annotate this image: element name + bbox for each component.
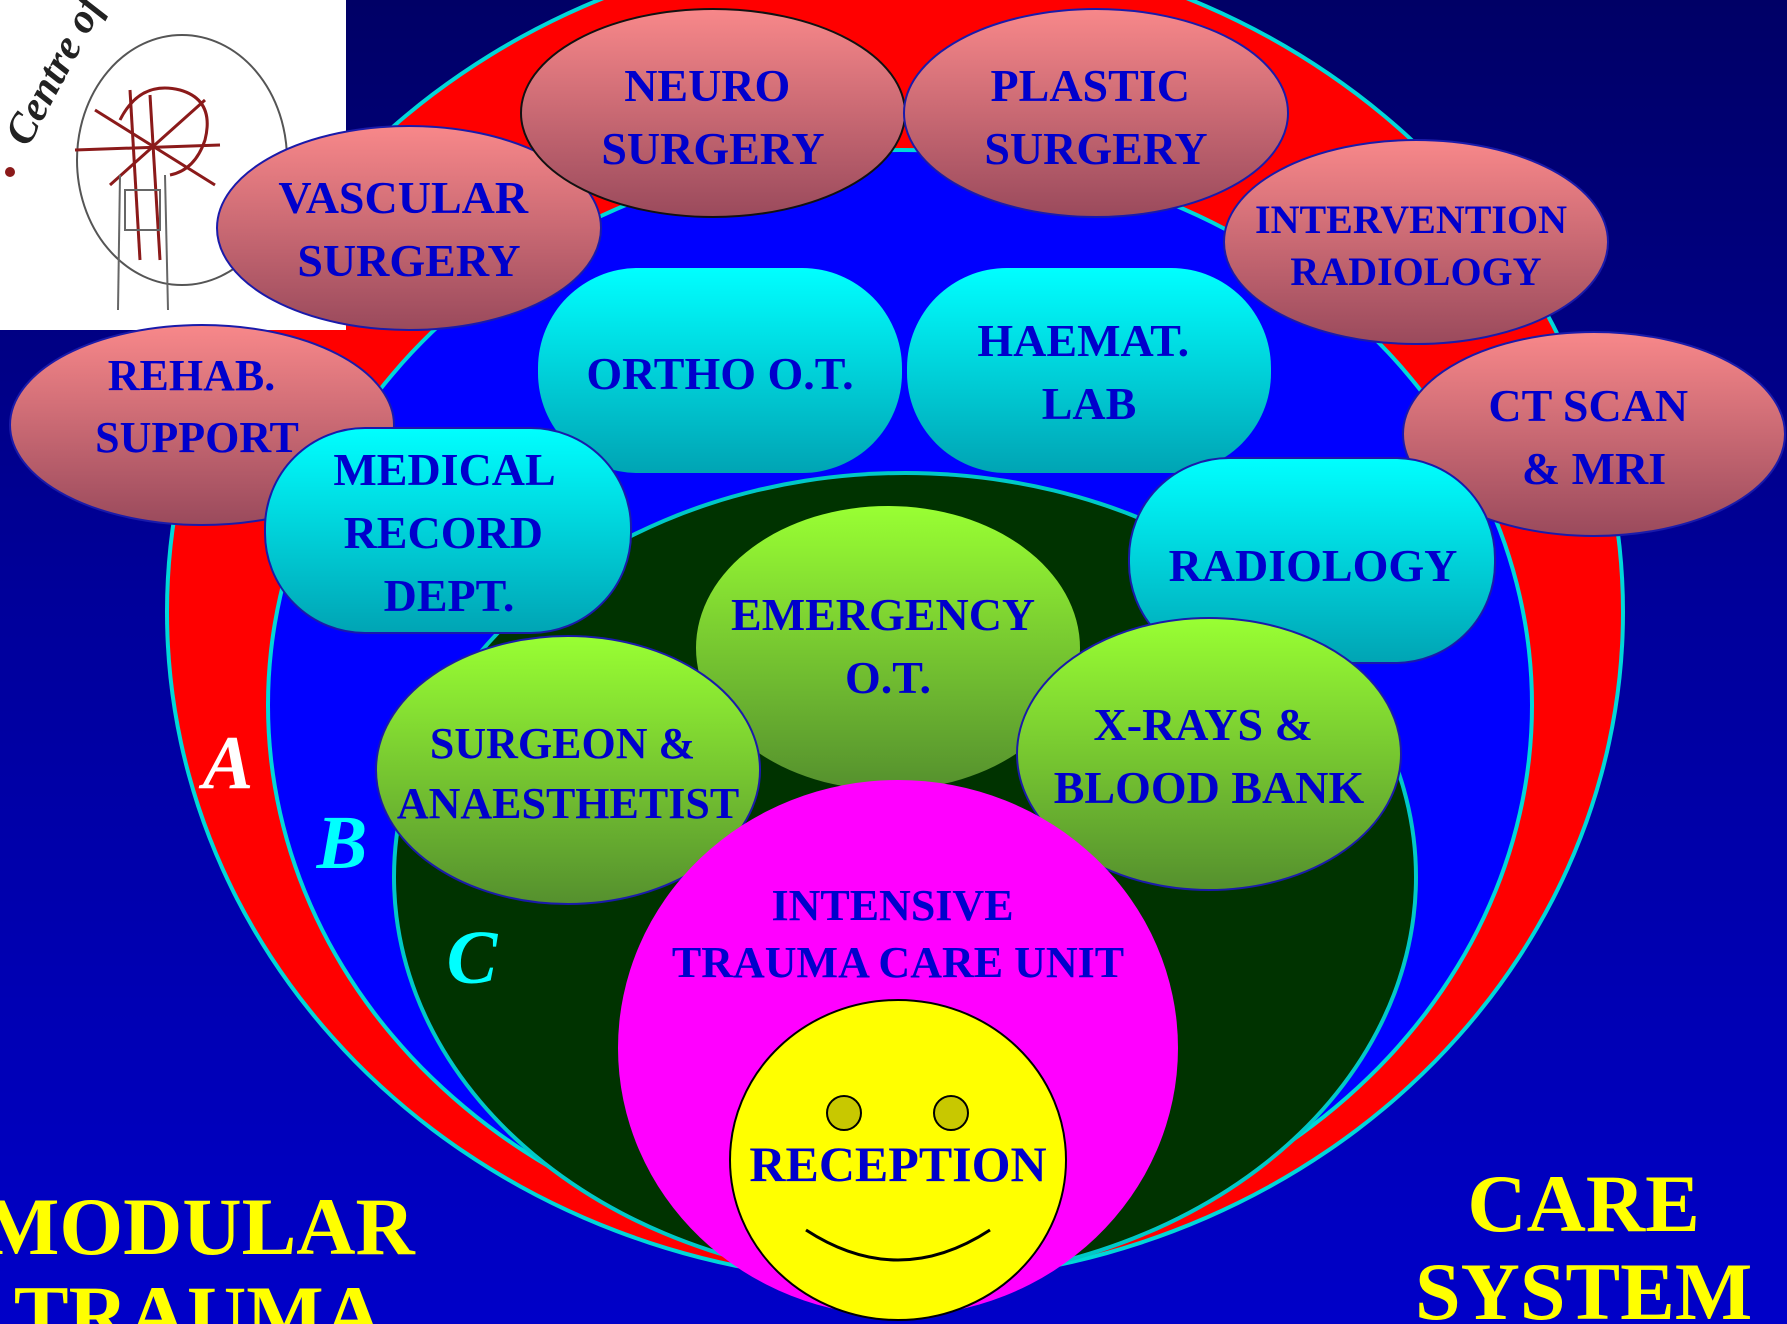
node-surgeon-anaesthetist[interactable]: SURGEON & ANAESTHETIST	[375, 635, 761, 905]
svg-text:HAEMAT. LAB: HAEMAT. LAB	[977, 315, 1200, 429]
node-medical-shape	[264, 427, 632, 634]
ring-label-b: B	[316, 801, 368, 885]
node-rehab-line-2: SUPPORT	[95, 413, 299, 462]
node-haemat-line-1: HAEMAT.	[977, 315, 1189, 366]
node-plastic-shape	[903, 8, 1289, 218]
node-icu-line-2: TRAUMA CARE UNIT	[672, 938, 1124, 987]
node-emergency-ot[interactable]: EMERGENCY O.T.	[696, 506, 1080, 790]
node-vascular-shape	[216, 125, 602, 331]
node-medical-record-dept[interactable]: MEDICAL RECORD DEPT.	[264, 427, 632, 634]
node-reception[interactable]: RECEPTION	[729, 999, 1067, 1321]
svg-text:INTENSIVE TRAUMA CARE UN: INTENSIVE TRAUMA CARE UNIT	[672, 881, 1124, 987]
node-ortho-shape	[538, 268, 902, 473]
node-icu-line-1: INTENSIVE	[771, 881, 1013, 930]
node-ct-line-2: & MRI	[1522, 443, 1666, 494]
ring-label-c: C	[447, 916, 499, 1000]
node-vascular-line-1: VASCULAR	[278, 172, 528, 223]
node-neuro-line-2: SURGERY	[601, 123, 824, 174]
node-emergency-shape	[696, 506, 1080, 790]
title-right-line-2: SYSTEM	[1415, 1246, 1753, 1324]
node-plastic-line-2: SURGERY	[984, 123, 1207, 174]
node-xrays-line-2: BLOOD BANK	[1054, 762, 1365, 813]
node-ct-line-1: CT SCAN	[1488, 380, 1688, 431]
smiley-face-icon	[729, 999, 1067, 1321]
node-ortho-ot[interactable]: ORTHO O.T.	[538, 268, 902, 473]
logo-dot	[5, 167, 15, 177]
svg-text:PLASTIC SURGERY: PLASTIC SURGERY	[984, 60, 1207, 174]
node-plastic-surgery[interactable]: PLASTIC SURGERY	[903, 8, 1289, 218]
node-neuro-surgery[interactable]: NEURO SURGERY	[520, 8, 906, 218]
node-medical-line-3: DEPT.	[384, 570, 515, 621]
ring-label-a: A	[199, 721, 254, 805]
node-ct-scan-mri[interactable]: CT SCAN & MRI	[1402, 331, 1786, 537]
node-xrays-shape	[1016, 617, 1402, 891]
femur-drawing-icon	[74, 86, 221, 261]
title-right: CARE SYSTEM	[1415, 1160, 1752, 1324]
svg-text:REHAB. SUPPORT: REHAB. SUPPORT	[95, 351, 299, 462]
title-left-line-2: TRAUMA	[13, 1269, 383, 1324]
node-surgeon-line-1: SURGEON &	[430, 719, 695, 768]
title-left: MODULAR TRAUMA	[0, 1183, 415, 1324]
title-left-line-1: MODULAR	[0, 1181, 415, 1272]
node-radiology[interactable]: RADIOLOGY	[1128, 457, 1496, 664]
node-vascular-surgery[interactable]: VASCULAR SURGERY	[216, 125, 602, 331]
node-intervention-line-2: RADIOLOGY	[1290, 249, 1541, 294]
smiley-mouth-icon	[805, 1228, 991, 1262]
title-right-line-1: CARE	[1467, 1158, 1700, 1249]
svg-text:MEDICAL RECORD DEP: MEDICAL RECORD DEPT.	[333, 444, 564, 621]
svg-text:SURGEON & ANAESTHETIST: SURGEON & ANAESTHETIST	[397, 719, 739, 828]
node-ortho-line-1: ORTHO O.T.	[586, 348, 853, 399]
smiley-left-eye-icon	[826, 1095, 862, 1131]
node-emergency-line-2: O.T.	[845, 652, 931, 703]
node-surgeon-shape	[375, 635, 761, 905]
node-neuro-line-1: NEURO	[624, 60, 790, 111]
node-intervention-shape	[1223, 139, 1609, 345]
node-ct-shape	[1402, 331, 1786, 537]
svg-text:VASCULAR SURGERY: VASCULAR SURGERY	[278, 172, 539, 286]
node-neuro-shape	[520, 8, 906, 218]
svg-text:CT SCAN & MRI: CT SCAN & MRI	[1488, 380, 1699, 494]
node-rehab-line-1: REHAB.	[108, 351, 275, 400]
svg-text:EMERGENCY O.T.: EMERGENCY O.T.	[731, 589, 1045, 703]
node-medical-line-1: MEDICAL	[333, 444, 554, 495]
svg-text:INTERVENTION RADIOLOGY: INTERVENTION RADIOLOGY	[1255, 197, 1577, 294]
bone-outline-icon	[117, 174, 169, 311]
node-xrays-line-1: X-RAYS &	[1094, 699, 1313, 750]
node-reception-label: RECEPTION	[749, 1136, 1046, 1192]
svg-text:NEURO SURGERY: NEURO SURGERY	[601, 60, 824, 174]
node-xrays-blood-bank[interactable]: X-RAYS & BLOOD BANK	[1016, 617, 1402, 891]
node-vascular-line-2: SURGERY	[297, 235, 520, 286]
node-intervention-radiology[interactable]: INTERVENTION RADIOLOGY	[1223, 139, 1609, 345]
node-haemat-lab[interactable]: HAEMAT. LAB	[907, 268, 1271, 473]
node-haemat-line-2: LAB	[1042, 378, 1137, 429]
smiley-right-eye-icon	[933, 1095, 969, 1131]
node-radiology-line-1: RADIOLOGY	[1169, 540, 1458, 591]
node-medical-line-2: RECORD	[344, 507, 543, 558]
node-intervention-line-1: INTERVENTION	[1255, 197, 1567, 242]
node-plastic-line-1: PLASTIC	[991, 60, 1190, 111]
node-haemat-shape	[907, 268, 1271, 473]
svg-text:X-RAYS & BLOOD BANK: X-RAYS & BLOOD BANK	[1054, 699, 1365, 813]
node-emergency-line-1: EMERGENCY	[731, 589, 1035, 640]
node-surgeon-line-2: ANAESTHETIST	[397, 779, 739, 828]
